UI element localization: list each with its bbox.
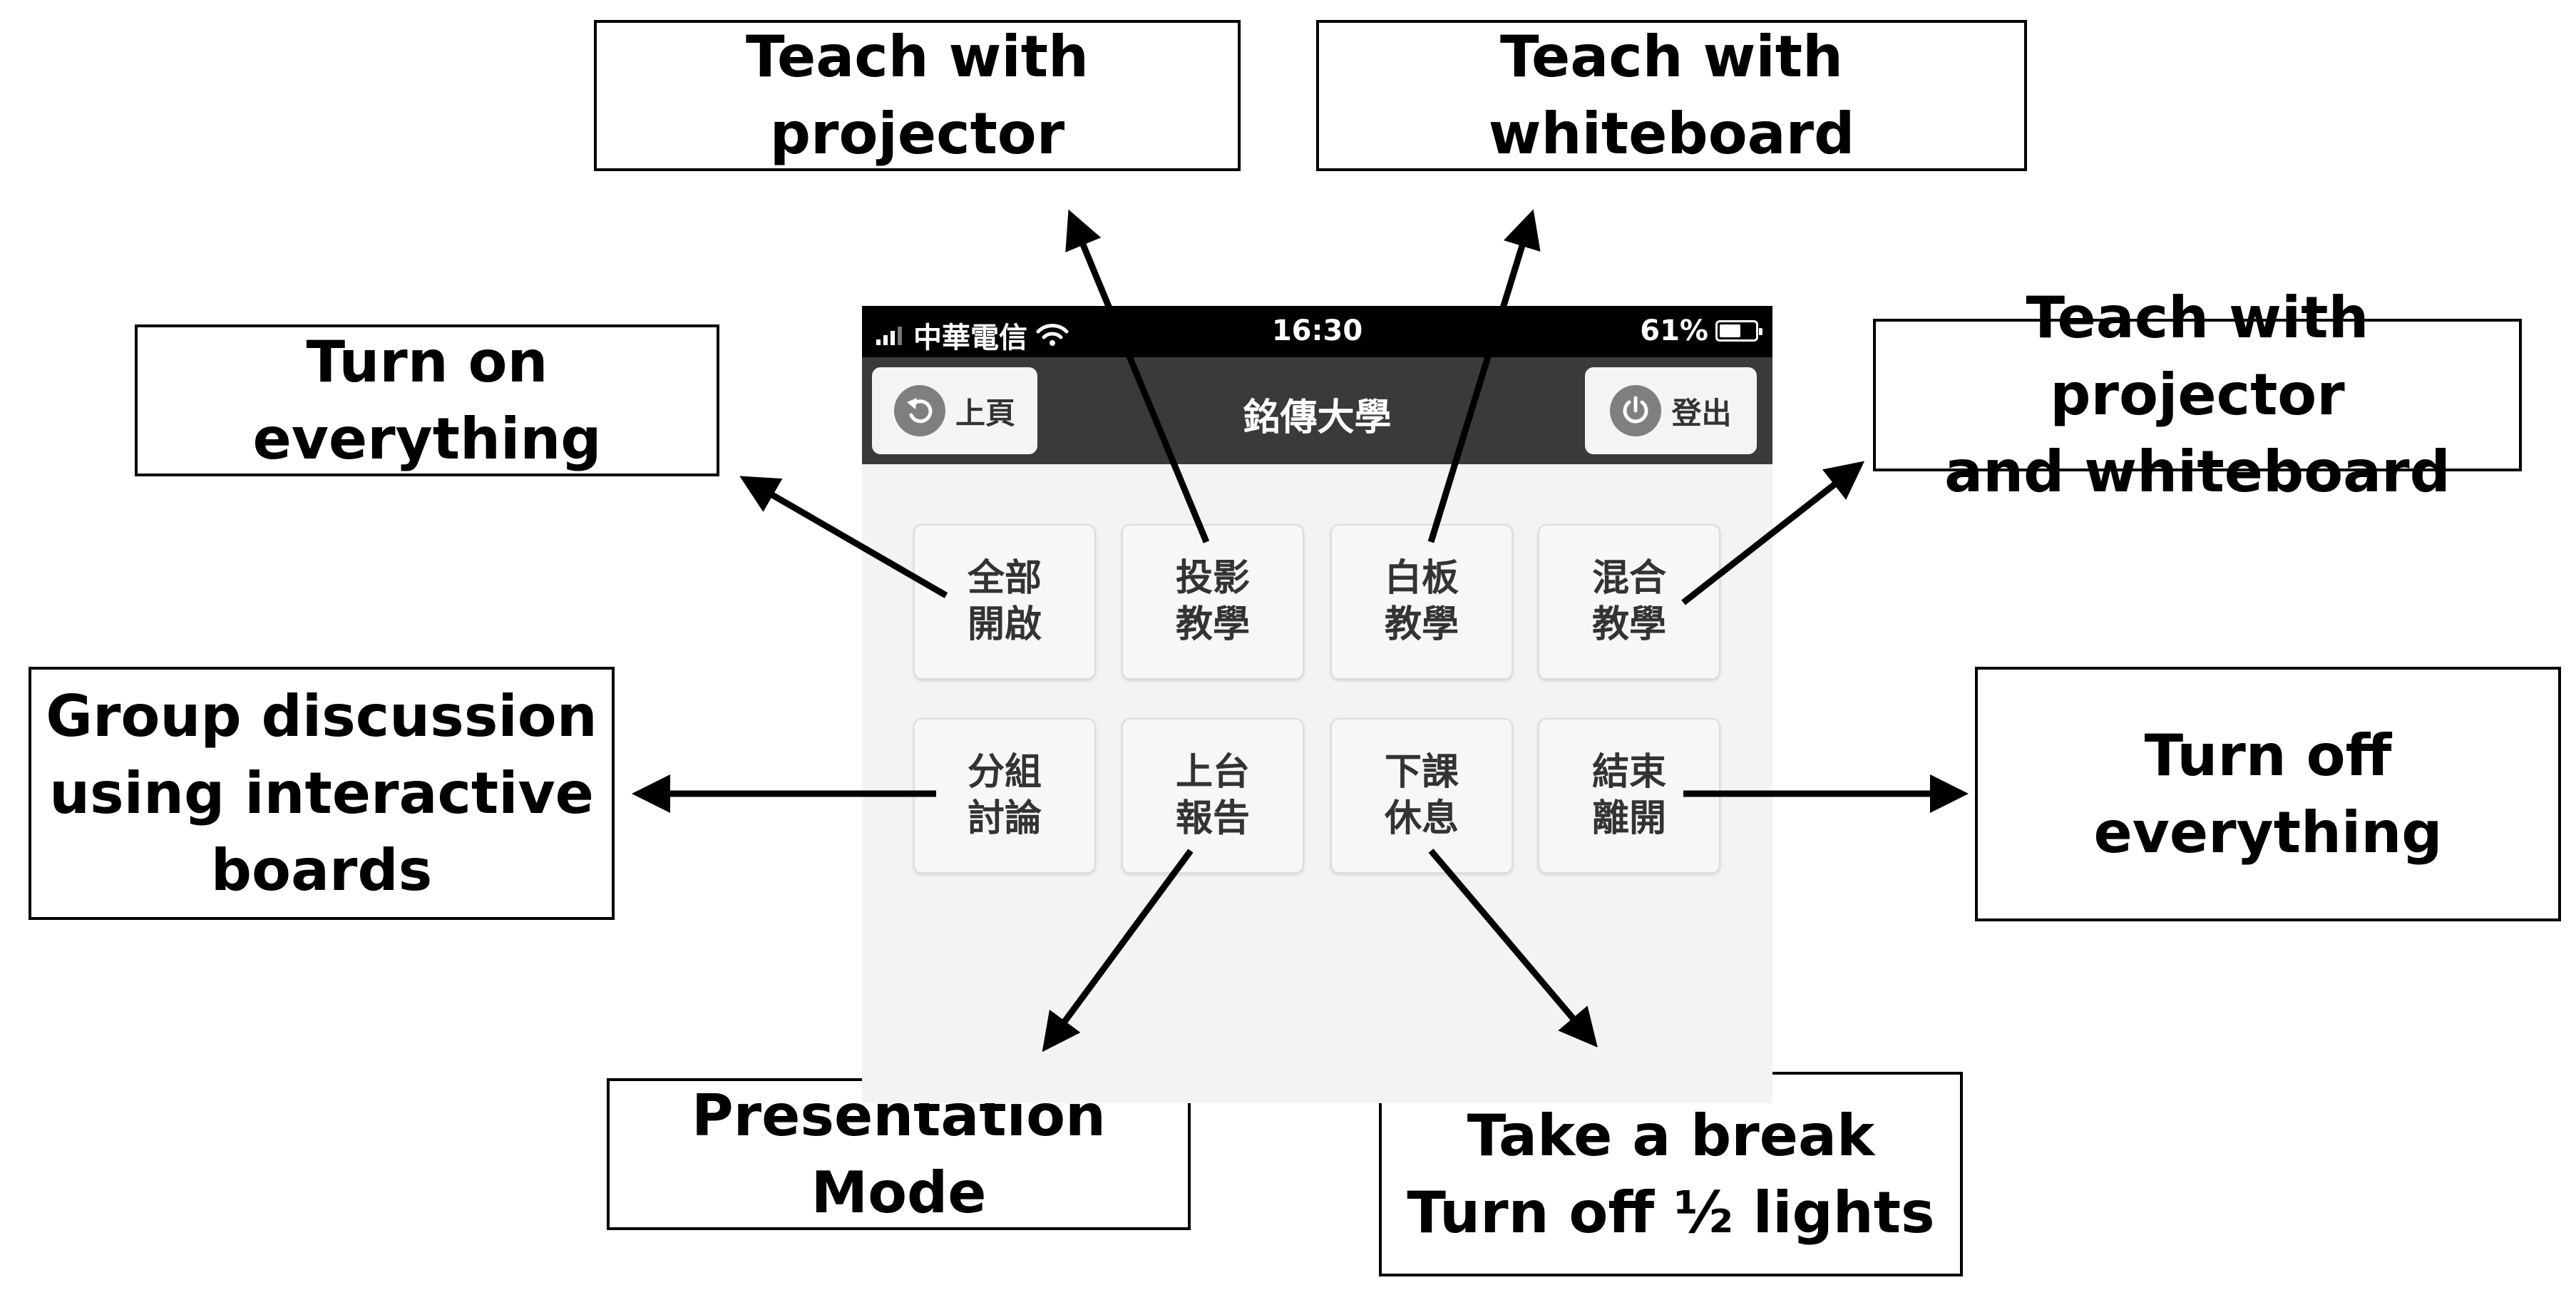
back-button[interactable]: 上頁 (872, 367, 1037, 454)
tile-label-line1: 混合 (1591, 557, 1666, 600)
tile-label-line1: 投影 (1175, 557, 1250, 600)
callout-teach-with-whiteboard: Teach with whiteboard (1316, 20, 2027, 171)
tile-group-discussion[interactable]: 分組 討論 (913, 718, 1096, 874)
callout-text-line3: boards (210, 836, 433, 904)
status-time: 16:30 (1271, 314, 1363, 347)
callout-text-line1: Take a break (1467, 1102, 1875, 1169)
callout-text-line1: Group discussion (46, 682, 597, 749)
back-arrow-icon (893, 385, 945, 436)
power-icon (1610, 385, 1662, 436)
tile-whiteboard-teaching[interactable]: 白板 教學 (1330, 524, 1513, 680)
callout-text-line2: and whiteboard (1944, 439, 2451, 505)
tile-label-line2: 教學 (1591, 603, 1666, 646)
callout-text-line1: Teach with projector (2026, 285, 2369, 428)
status-battery-group: 61% (1640, 314, 1762, 347)
tile-all-on[interactable]: 全部 開啟 (913, 524, 1096, 680)
callout-text: Teach with whiteboard (1488, 24, 1855, 167)
callout-teach-with-projector: Teach with projector (594, 20, 1241, 171)
tile-label-line1: 下課 (1384, 751, 1459, 794)
tile-label-line2: 休息 (1384, 797, 1459, 840)
tile-label-line2: 離開 (1591, 797, 1666, 840)
callout-group-discussion: Group discussion using interactive board… (29, 667, 615, 920)
nav-title: 銘傳大學 (1243, 396, 1392, 439)
callout-teach-projector-and-whiteboard: Teach with projector and whiteboard (1873, 285, 2522, 505)
tile-label-line1: 全部 (967, 557, 1042, 600)
logout-button[interactable]: 登出 (1585, 367, 1757, 454)
phone-screenshot: 中華電信 16:30 61% 上頁 銘傳大學 (862, 306, 1772, 1103)
tile-label-line2: 開啟 (967, 603, 1042, 646)
tile-break[interactable]: 下課 休息 (1330, 718, 1513, 874)
tile-label-line2: 討論 (967, 797, 1042, 840)
tile-label-line1: 結束 (1591, 751, 1666, 794)
signal-bars-icon (876, 327, 902, 345)
callout-text: Turn off everything (2093, 722, 2443, 866)
tile-mixed-teaching[interactable]: 混合 教學 (1538, 524, 1720, 680)
tile-projector-teaching[interactable]: 投影 教學 (1122, 524, 1304, 680)
tile-label-line1: 分組 (967, 751, 1042, 794)
callout-text-line2: using interactive (49, 759, 594, 826)
status-carrier-group: 中華電信 (876, 314, 1069, 356)
back-button-label: 上頁 (955, 395, 1015, 431)
tile-label-line1: 白板 (1384, 557, 1459, 600)
battery-icon (1715, 320, 1762, 342)
tile-label-line2: 報告 (1175, 797, 1250, 840)
tile-label-line2: 教學 (1384, 603, 1459, 646)
callout-text: Teach with projector (746, 24, 1089, 167)
tile-presentation[interactable]: 上台 報告 (1122, 718, 1304, 874)
battery-percent: 61% (1640, 314, 1708, 347)
callout-turn-on-everything: Turn on everything (135, 324, 719, 476)
logout-button-label: 登出 (1671, 395, 1732, 431)
tile-label-line1: 上台 (1175, 751, 1250, 794)
callout-text: Turn on everything (252, 328, 602, 472)
nav-bar: 上頁 銘傳大學 登出 (862, 357, 1772, 464)
callout-text-line2: Turn off ½ lights (1407, 1179, 1935, 1246)
callout-turn-off-everything: Turn off everything (1975, 667, 2561, 921)
wifi-icon (1036, 324, 1069, 346)
status-bar: 中華電信 16:30 61% (862, 306, 1772, 357)
battery-level-fill (1720, 324, 1740, 337)
tile-end-leave[interactable]: 結束 離開 (1538, 718, 1720, 874)
carrier-name: 中華電信 (913, 322, 1027, 354)
tile-label-line2: 教學 (1175, 603, 1250, 646)
